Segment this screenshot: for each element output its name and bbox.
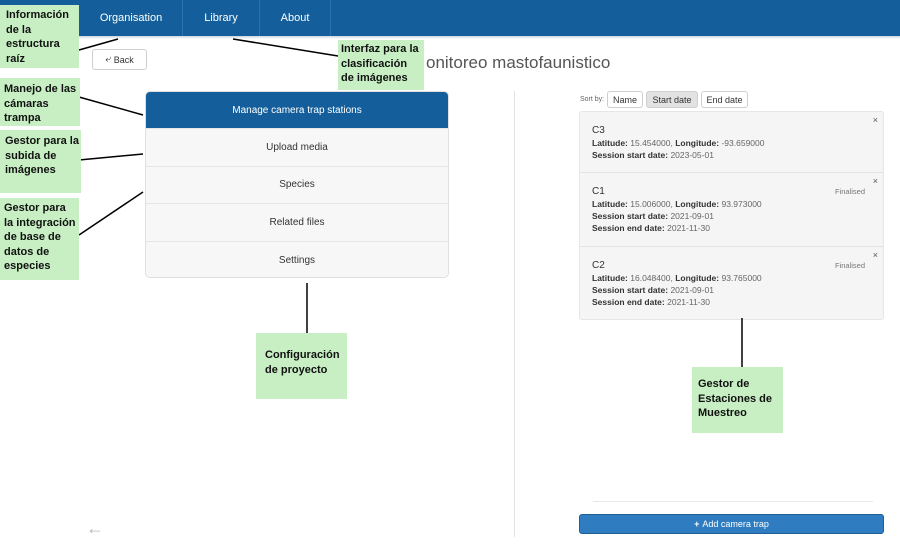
annotation-project-config: Configuración de proyecto — [256, 333, 347, 399]
station-id: C1 — [592, 186, 605, 197]
sort-label: Sort by: — [580, 96, 605, 103]
sort-name-button[interactable]: Name — [607, 91, 643, 108]
end-label: Session end date: — [592, 223, 665, 233]
sort-end-date-button[interactable]: End date — [701, 91, 748, 108]
nav-about[interactable]: About — [260, 0, 331, 36]
back-button[interactable]: ⤶ Back — [92, 49, 147, 70]
close-icon[interactable]: × — [872, 176, 878, 186]
annotation-species-db: Gestor para la integración de base de da… — [0, 198, 79, 280]
station-coordinates: Latitude: 15.006000, Longitude: 93.97300… — [592, 199, 762, 209]
station-end: Session end date: 2021-11-30 — [592, 297, 710, 307]
station-id: C2 — [592, 260, 605, 271]
menu-item-upload-media[interactable]: Upload media — [146, 129, 448, 167]
latitude-label: Latitude: — [592, 273, 628, 283]
sort-start-date-button[interactable]: Start date — [646, 91, 698, 108]
end-label: Session end date: — [592, 297, 665, 307]
menu-item-manage-stations[interactable]: Manage camera trap stations — [146, 92, 448, 130]
station-card[interactable]: × Finalised C1 Latitude: 15.006000, Long… — [580, 173, 883, 247]
station-start: Session start date: 2021-09-01 — [592, 211, 714, 221]
start-value: 2021-09-01 — [670, 211, 714, 221]
station-end: Session end date: 2021-11-30 — [592, 223, 710, 233]
latitude-value: 16.048400 — [630, 273, 671, 283]
page-title: onitoreo mastofaunistico — [426, 53, 611, 72]
end-value: 2021-11-30 — [667, 297, 710, 307]
nav-library[interactable]: Library — [183, 0, 260, 36]
start-value: 2023-05-01 — [670, 150, 714, 160]
back-button-label: Back — [113, 54, 134, 65]
menu-item-species[interactable]: Species — [146, 167, 448, 205]
annotation-image-upload: Gestor para la subida de imágenes — [0, 130, 81, 193]
plus-icon: + — [694, 519, 700, 529]
add-camera-trap-label: Add camera trap — [702, 519, 769, 529]
back-arrow-icon: ⤶ — [105, 54, 111, 65]
station-list: × C3 Latitude: 15.454000, Longitude: -93… — [579, 111, 884, 320]
latitude-label: Latitude: — [592, 199, 628, 209]
longitude-label: Longitude: — [675, 273, 720, 283]
status-badge: Finalised — [834, 261, 865, 270]
longitude-label: Longitude: — [675, 138, 720, 148]
start-label: Session start date: — [592, 150, 669, 160]
station-start: Session start date: 2023-05-01 — [592, 150, 714, 160]
annotation-root-structure: Información de la estructura raíz — [0, 5, 79, 68]
longitude-value: 93.765000 — [721, 273, 762, 283]
longitude-value: 93.973000 — [721, 199, 762, 209]
station-start: Session start date: 2021-09-01 — [592, 285, 714, 295]
station-coordinates: Latitude: 15.454000, Longitude: -93.6590… — [592, 138, 765, 148]
annotation-image-classification: Interfaz para la clasificación de imágen… — [338, 40, 424, 90]
start-label: Session start date: — [592, 285, 669, 295]
start-value: 2021-09-01 — [670, 285, 714, 295]
top-nav: Organisation Library About — [0, 0, 900, 36]
nav-shadow — [0, 36, 900, 39]
latitude-value: 15.006000 — [630, 199, 671, 209]
status-badge: Finalised — [834, 187, 865, 196]
menu-item-related-files[interactable]: Related files — [146, 204, 448, 242]
close-icon[interactable]: × — [872, 115, 878, 125]
latitude-value: 15.454000 — [630, 138, 671, 148]
annotation-camera-traps: Manejo de las cámaras trampa — [0, 78, 80, 126]
project-menu: Manage camera trap stations Upload media… — [145, 91, 449, 278]
start-label: Session start date: — [592, 211, 669, 221]
divider — [593, 501, 873, 502]
column-divider — [514, 91, 515, 537]
nav-organisation[interactable]: Organisation — [80, 0, 183, 36]
menu-item-settings[interactable]: Settings — [278, 254, 316, 266]
longitude-value: -93.659000 — [721, 138, 765, 148]
station-id: C3 — [592, 125, 605, 136]
add-camera-trap-button[interactable]: + Add camera trap — [579, 514, 884, 534]
left-arrow-icon[interactable]: ← — [86, 518, 104, 538]
station-card[interactable]: × C3 Latitude: 15.454000, Longitude: -93… — [580, 112, 883, 173]
close-icon[interactable]: × — [872, 250, 878, 260]
annotation-station-manager: Gestor de Estaciones de Muestreo — [692, 367, 783, 433]
end-value: 2021-11-30 — [667, 223, 710, 233]
longitude-label: Longitude: — [675, 199, 720, 209]
station-card[interactable]: × Finalised C2 Latitude: 16.048400, Long… — [580, 247, 883, 319]
latitude-label: Latitude: — [592, 138, 628, 148]
station-coordinates: Latitude: 16.048400, Longitude: 93.76500… — [592, 273, 762, 283]
